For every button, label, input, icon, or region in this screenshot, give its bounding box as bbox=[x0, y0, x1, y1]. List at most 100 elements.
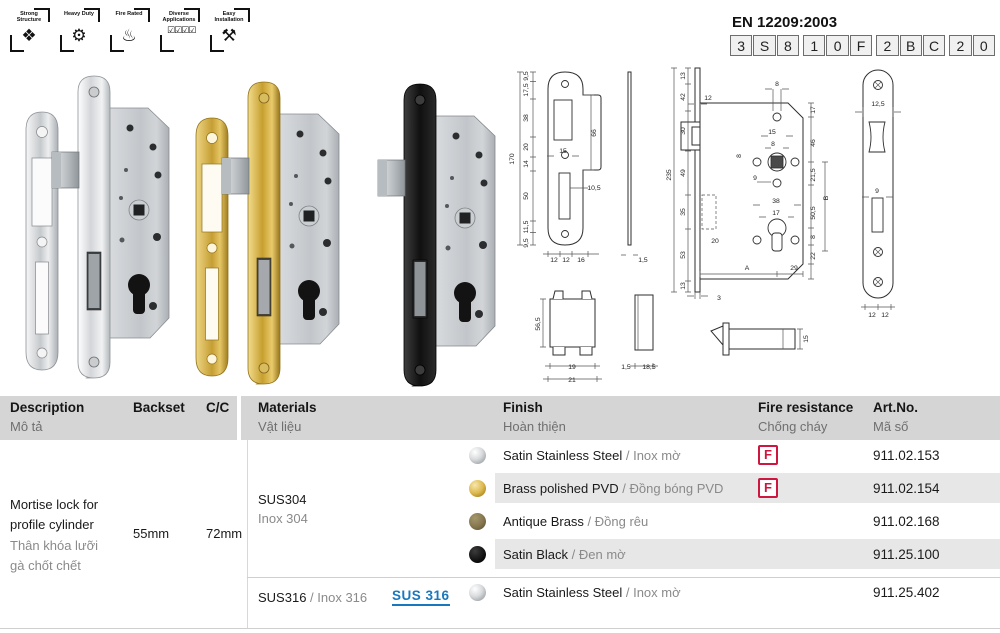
svg-text:9,5: 9,5 bbox=[523, 238, 530, 248]
art-number: 911.25.100 bbox=[873, 547, 940, 562]
svg-text:50: 50 bbox=[523, 192, 530, 200]
svg-text:13: 13 bbox=[680, 282, 687, 290]
badge-easy-installation: Easy Installation ⚒ bbox=[208, 8, 250, 52]
svg-text:9: 9 bbox=[753, 175, 757, 182]
col-artno: Art.No. bbox=[873, 400, 918, 415]
art-number: 911.25.402 bbox=[873, 585, 940, 600]
svg-text:12,5: 12,5 bbox=[871, 101, 884, 108]
svg-text:12: 12 bbox=[881, 312, 889, 319]
svg-text:8: 8 bbox=[775, 81, 779, 88]
badge-diverse-applications: Diverse Applications ☑☑☑☑ bbox=[158, 8, 200, 52]
svg-text:B: B bbox=[823, 195, 830, 200]
svg-text:18,5: 18,5 bbox=[642, 364, 655, 371]
svg-text:3: 3 bbox=[717, 295, 721, 302]
svg-text:12: 12 bbox=[704, 95, 712, 102]
col-materials-vi: Vật liệu bbox=[258, 419, 302, 434]
product-photo-brass bbox=[195, 81, 340, 385]
finish-name: Satin Stainless Steel / Inox mờ bbox=[503, 448, 681, 463]
svg-text:15: 15 bbox=[768, 129, 776, 136]
sus316-logo: SUS 316 bbox=[392, 588, 450, 606]
finish-swatch bbox=[469, 513, 486, 530]
col-description-vi: Mô tả bbox=[10, 419, 43, 434]
finish-name: Satin Black / Đen mờ bbox=[503, 547, 626, 562]
description-line2: profile cylinder bbox=[10, 517, 94, 532]
product-photo-stainless bbox=[25, 75, 170, 379]
materials-divider bbox=[247, 577, 1000, 578]
product-photo-black bbox=[377, 83, 496, 387]
gear-icon: ⚙ bbox=[71, 26, 87, 46]
row-stripe bbox=[495, 539, 1000, 569]
finish-name: Brass polished PVD / Đồng bóng PVD bbox=[503, 481, 724, 496]
svg-text:19: 19 bbox=[568, 364, 576, 371]
svg-text:10,5: 10,5 bbox=[587, 185, 600, 192]
col-fire-resistance-vi: Chống cháy bbox=[758, 419, 828, 434]
col-finish-vi: Hoàn thiện bbox=[503, 419, 566, 434]
table-header-left bbox=[0, 396, 237, 440]
description-line1: Mortise lock for bbox=[10, 497, 99, 512]
svg-text:16: 16 bbox=[577, 257, 585, 264]
svg-text:22: 22 bbox=[810, 252, 817, 260]
svg-text:8: 8 bbox=[810, 235, 817, 239]
svg-text:12: 12 bbox=[562, 257, 570, 264]
finish-name: Antique Brass / Đồng rêu bbox=[503, 514, 649, 529]
svg-text:1,5: 1,5 bbox=[621, 364, 631, 371]
col-cc: C/C bbox=[206, 400, 230, 415]
svg-text:1,5: 1,5 bbox=[638, 257, 648, 264]
backset-value: 55mm bbox=[133, 526, 170, 541]
svg-text:21: 21 bbox=[568, 377, 576, 384]
col-description: Description bbox=[10, 400, 85, 415]
fire-rated-icon: F bbox=[758, 478, 778, 498]
code-cell: 0 bbox=[972, 35, 995, 56]
code-cell: C bbox=[922, 35, 946, 56]
svg-text:12: 12 bbox=[550, 257, 558, 264]
col-fire-resistance: Fire resistance bbox=[758, 400, 854, 415]
svg-text:38: 38 bbox=[523, 114, 530, 122]
svg-text:235: 235 bbox=[666, 169, 673, 181]
code-cell: 0 bbox=[826, 35, 849, 56]
badge-fire-rated: Fire Rated ♨ bbox=[108, 8, 150, 52]
feature-badges: Strong Structure ❖ Heavy Duty ⚙ Fire Rat… bbox=[8, 8, 250, 52]
finish-swatch bbox=[469, 546, 486, 563]
svg-text:66: 66 bbox=[591, 129, 598, 137]
svg-text:29: 29 bbox=[790, 265, 798, 272]
svg-text:170: 170 bbox=[509, 153, 516, 165]
lock-body-drawing: 1342304935531323512817158894621,5B50,538… bbox=[666, 67, 830, 356]
col-artno-vi: Mã số bbox=[873, 419, 909, 434]
code-cell: S bbox=[753, 35, 776, 56]
material-inox304: Inox 304 bbox=[258, 511, 308, 526]
svg-text:30: 30 bbox=[680, 127, 687, 135]
table-header-right bbox=[241, 396, 1000, 440]
svg-text:14: 14 bbox=[523, 160, 530, 168]
code-cell: 3 bbox=[730, 35, 753, 56]
finish-swatch bbox=[469, 447, 486, 464]
table-bottom-border bbox=[0, 628, 1000, 629]
column-divider bbox=[247, 440, 248, 628]
code-cell: B bbox=[899, 35, 922, 56]
svg-text:49: 49 bbox=[680, 169, 687, 177]
material-sus316: SUS316 / Inox 316 bbox=[258, 590, 368, 605]
checkboxes-icon: ☑☑☑☑ bbox=[167, 26, 196, 36]
svg-text:8: 8 bbox=[736, 154, 743, 158]
svg-text:15: 15 bbox=[559, 148, 567, 155]
finish-swatch bbox=[469, 480, 486, 497]
svg-text:13: 13 bbox=[680, 72, 687, 80]
row-stripe bbox=[495, 473, 1000, 503]
finish-swatch bbox=[469, 584, 486, 601]
art-number: 911.02.153 bbox=[873, 448, 940, 463]
badge-strong-structure: Strong Structure ❖ bbox=[8, 8, 50, 52]
art-number: 911.02.168 bbox=[873, 514, 940, 529]
material-sus304: SUS304 bbox=[258, 492, 307, 507]
badge-label: Heavy Duty bbox=[64, 11, 94, 17]
finish-name: Satin Stainless Steel / Inox mờ bbox=[503, 585, 681, 600]
svg-text:9,5: 9,5 bbox=[523, 71, 530, 81]
fire-rated-icon: F bbox=[758, 445, 778, 465]
code-cell: F bbox=[849, 35, 873, 56]
col-finish: Finish bbox=[503, 400, 543, 415]
badge-label: Easy Installation bbox=[214, 11, 244, 23]
cc-value: 72mm bbox=[206, 526, 243, 541]
svg-text:56,5: 56,5 bbox=[535, 317, 542, 330]
dust-box-drawing: 56,5 19 21 1,5 18,5 bbox=[535, 290, 658, 384]
code-cell: 2 bbox=[876, 35, 899, 56]
